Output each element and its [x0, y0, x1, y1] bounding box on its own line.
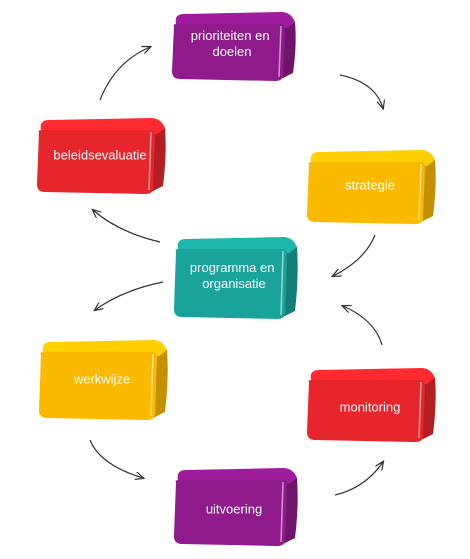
box-front-face [37, 130, 155, 194]
label-programma-line1: programma en [190, 260, 275, 275]
label-strategie: strategie [345, 177, 395, 192]
label-uitvoering: uitvoering [206, 501, 262, 516]
box-edge-highlight [280, 481, 284, 543]
arrow-programma-to-werkwijze [95, 281, 164, 310]
box-front-face [39, 352, 157, 420]
box-front-face [307, 380, 425, 442]
arrow-strategie-to-programma [333, 234, 376, 276]
svg-text:prioriteiten en doelen: prioriteiten en doelen [191, 28, 273, 59]
box-prioriteiten-en-doelen: prioriteiten en doelen [172, 12, 296, 81]
box-front-face [172, 24, 285, 81]
box-monitoring: monitoring [307, 368, 436, 442]
box-edge-highlight [418, 381, 422, 439]
box-front-face [174, 480, 287, 546]
label-prioriteiten-line2: doelen [212, 44, 251, 59]
arrow-prioriteiten-to-strategie [339, 74, 383, 108]
arrows [89, 47, 383, 496]
box-edge-highlight [148, 131, 152, 191]
label-prioriteiten-line1: prioriteiten en [191, 28, 270, 43]
arrow-uitvoering-to-monitoring [334, 462, 383, 496]
label-programma-line2: organisatie [202, 276, 266, 291]
svg-text:programma en organisati: programma en organisatie [190, 260, 278, 291]
box-edge-highlight [278, 25, 282, 78]
box-front-face [307, 162, 425, 224]
box-edge-highlight [280, 250, 284, 316]
label-monitoring: monitoring [340, 399, 401, 414]
box-uitvoering: uitvoering [174, 468, 298, 546]
box-programma-en-organisatie: programma en organisatie [174, 237, 298, 319]
box-beleidsevaluatie: beleidsevaluatie [37, 118, 166, 194]
box-edge-highlight [418, 163, 422, 221]
arrow-monitoring-to-programma [343, 306, 383, 346]
box-edge-highlight [150, 353, 154, 417]
arrow-beleidsevaluatie-to-prioriteiten [99, 47, 150, 101]
box-werkwijze: werkwijze [39, 340, 168, 420]
label-beleidsevaluatie: beleidsevaluatie [53, 147, 146, 162]
box-front-face [174, 249, 287, 319]
arrow-werkwijze-to-uitvoering [89, 439, 143, 478]
label-werkwijze: werkwijze [73, 371, 130, 386]
box-strategie: strategie [307, 150, 436, 224]
arrow-programma-to-beleidsevaluatie [93, 210, 161, 243]
